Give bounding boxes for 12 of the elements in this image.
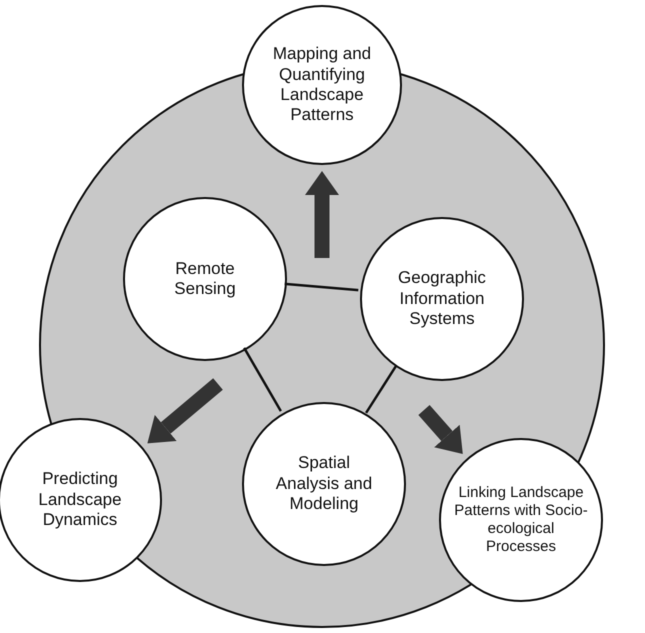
block-arrow	[147, 378, 223, 444]
topic-label: Linking Landscape Patterns with Socio-ecological Processes	[453, 484, 589, 556]
connector-line	[365, 365, 397, 414]
topic-label: Geographic Information Systems	[397, 268, 487, 330]
topic-label: Mapping and Quantifying Landscape Patterns	[272, 44, 372, 126]
topic-label: Remote Sensing	[173, 258, 237, 300]
block-arrow	[305, 171, 339, 258]
topic-label: Predicting Landscape Dynamics	[37, 469, 123, 531]
connector-line	[243, 347, 282, 412]
block-arrow	[418, 405, 463, 454]
topic-label: Spatial Analysis and Modeling	[274, 453, 374, 515]
connector-line	[284, 282, 358, 292]
